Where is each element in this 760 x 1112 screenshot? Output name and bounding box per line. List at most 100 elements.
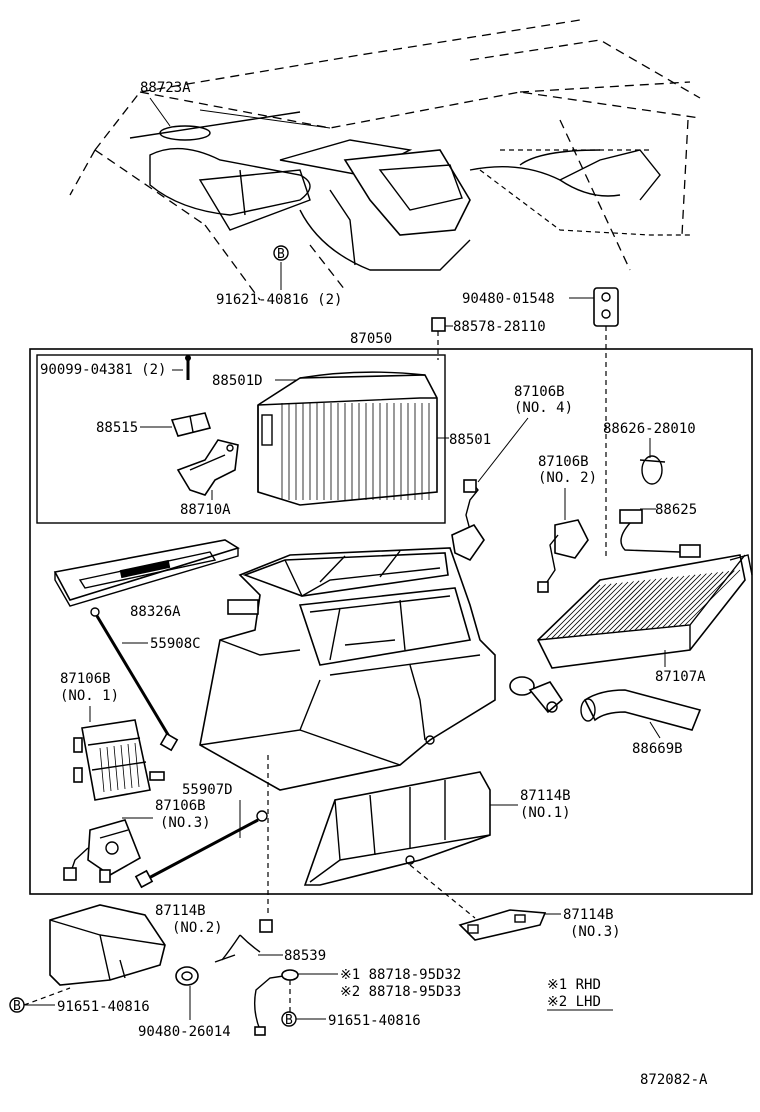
duct-87114B-no1	[303, 771, 491, 886]
center-register-duct	[129, 111, 661, 271]
heater-fin	[628, 575, 685, 632]
servo-motor-no3	[63, 819, 141, 883]
label-87114B-no3-sub: (NO.3)	[570, 924, 621, 940]
label-55907D: 55907D	[182, 782, 233, 798]
heater-unit-case	[199, 547, 496, 791]
pipe-88669B	[580, 689, 702, 731]
label-88723A: 88723A	[140, 80, 191, 96]
label-87114B-no1: 87114B	[520, 788, 571, 804]
heater-fin	[583, 580, 640, 637]
servo-rib	[106, 746, 112, 792]
label-88501: 88501	[449, 432, 491, 448]
label-88626-28010: 88626-28010	[603, 421, 696, 437]
heater-fin	[673, 570, 730, 627]
servo-motor-no1	[73, 719, 165, 801]
svg-text:B: B	[277, 247, 285, 262]
label-90099-04381: 90099-04381 (2)	[40, 362, 166, 378]
bolt-marker-b-left: B	[9, 997, 25, 1014]
servo-motor-no2	[537, 519, 589, 593]
evaporator-subassembly-frame	[36, 354, 446, 524]
heater-fin	[639, 574, 696, 631]
heater-fin	[667, 571, 724, 628]
label-91651-40816-left: 91651-40816	[57, 999, 150, 1015]
label-88501D: 88501D	[212, 373, 263, 389]
main-assembly-frame	[29, 348, 753, 895]
label-no3: (NO.3)	[160, 815, 211, 831]
servo-rib	[99, 747, 105, 793]
heater-fin	[567, 582, 623, 638]
heater-fin	[606, 578, 662, 634]
heater-fin	[679, 570, 735, 626]
servo-rib	[134, 742, 140, 788]
duct-87114B-no2	[49, 904, 166, 986]
heater-fin	[662, 572, 718, 628]
label-90480-01548: 90480-01548	[462, 291, 555, 307]
wire-88625	[619, 509, 701, 558]
heater-fin	[623, 576, 679, 632]
heater-fin	[617, 576, 674, 633]
thermistor-88515	[170, 412, 212, 437]
aspirator-connector	[509, 676, 564, 714]
label-87114B-no1-sub: (NO.1)	[520, 805, 571, 821]
label-87106B-no2: 87106B	[538, 454, 589, 470]
servo-rib	[113, 745, 119, 791]
label-87106B-no3: 87106B	[155, 798, 206, 814]
diagram-id: 872082-A	[640, 1072, 708, 1088]
svg-text:B: B	[285, 1013, 293, 1028]
legend-rhd: ※1 RHD	[547, 977, 601, 993]
label-88326A: 88326A	[130, 604, 181, 620]
label-87050: 87050	[350, 331, 392, 347]
legend-lhd: ※2 LHD	[547, 994, 601, 1010]
label-88710A: 88710A	[180, 502, 231, 518]
label-88515: 88515	[96, 420, 138, 436]
heater-core-87107A	[537, 554, 753, 669]
label-no4: (NO. 4)	[514, 400, 573, 416]
grommet-90480-26014	[175, 966, 199, 986]
label-87114B-no2-sub: (NO.2)	[172, 920, 223, 936]
bolt-marker-b-right: B	[281, 1011, 297, 1028]
cable-55908C	[90, 607, 179, 752]
label-55908C: 55908C	[150, 636, 201, 652]
label-no2: (NO. 2)	[538, 470, 597, 486]
label-91651-40816-right: 91651-40816	[328, 1013, 421, 1029]
heater-fin	[645, 573, 702, 630]
svg-text:B: B	[13, 999, 21, 1014]
grommet-plate	[593, 287, 619, 327]
servo-rib	[120, 744, 126, 790]
heater-fin	[550, 584, 606, 640]
bolt-marker-b-top: B	[273, 245, 289, 262]
label-88539: 88539	[284, 948, 326, 964]
heater-fin	[600, 578, 657, 635]
heater-fin	[544, 584, 601, 641]
legend: ※1 RHD ※2 LHD	[547, 977, 613, 1011]
label-88669B: 88669B	[632, 741, 683, 757]
servo-rib	[127, 743, 133, 789]
heater-fin	[656, 572, 713, 629]
label-88718-95D32: ※1 88718-95D32	[340, 967, 461, 983]
label-91621-40816: 91621-40816 (2)	[216, 292, 342, 308]
label-no1: (NO. 1)	[60, 688, 119, 704]
label-88578-28110: 88578-28110	[453, 319, 546, 335]
heater-fin	[561, 582, 618, 639]
hose-88539	[214, 919, 273, 963]
clamp-88626	[639, 455, 666, 485]
label-plate-88578	[431, 317, 446, 332]
heater-fin	[634, 575, 690, 631]
bracket-88710A	[176, 439, 239, 496]
heater-fin	[595, 579, 651, 635]
heater-fin	[651, 573, 707, 629]
label-88625: 88625	[655, 502, 697, 518]
cable-55907D	[134, 810, 268, 889]
label-87106B-no1: 87106B	[60, 671, 111, 687]
dashboard-outline	[69, 19, 701, 301]
heater-fin	[578, 581, 634, 637]
label-87106B-no4: 87106B	[514, 384, 565, 400]
label-87114B-no3: 87114B	[563, 907, 614, 923]
heater-fin	[555, 583, 612, 640]
heater-fin	[684, 569, 741, 626]
heater-fin	[572, 581, 629, 638]
label-87114B-no2: 87114B	[155, 903, 206, 919]
drain-hose-88718	[253, 969, 299, 1036]
duct-87114B-no3	[458, 909, 547, 941]
